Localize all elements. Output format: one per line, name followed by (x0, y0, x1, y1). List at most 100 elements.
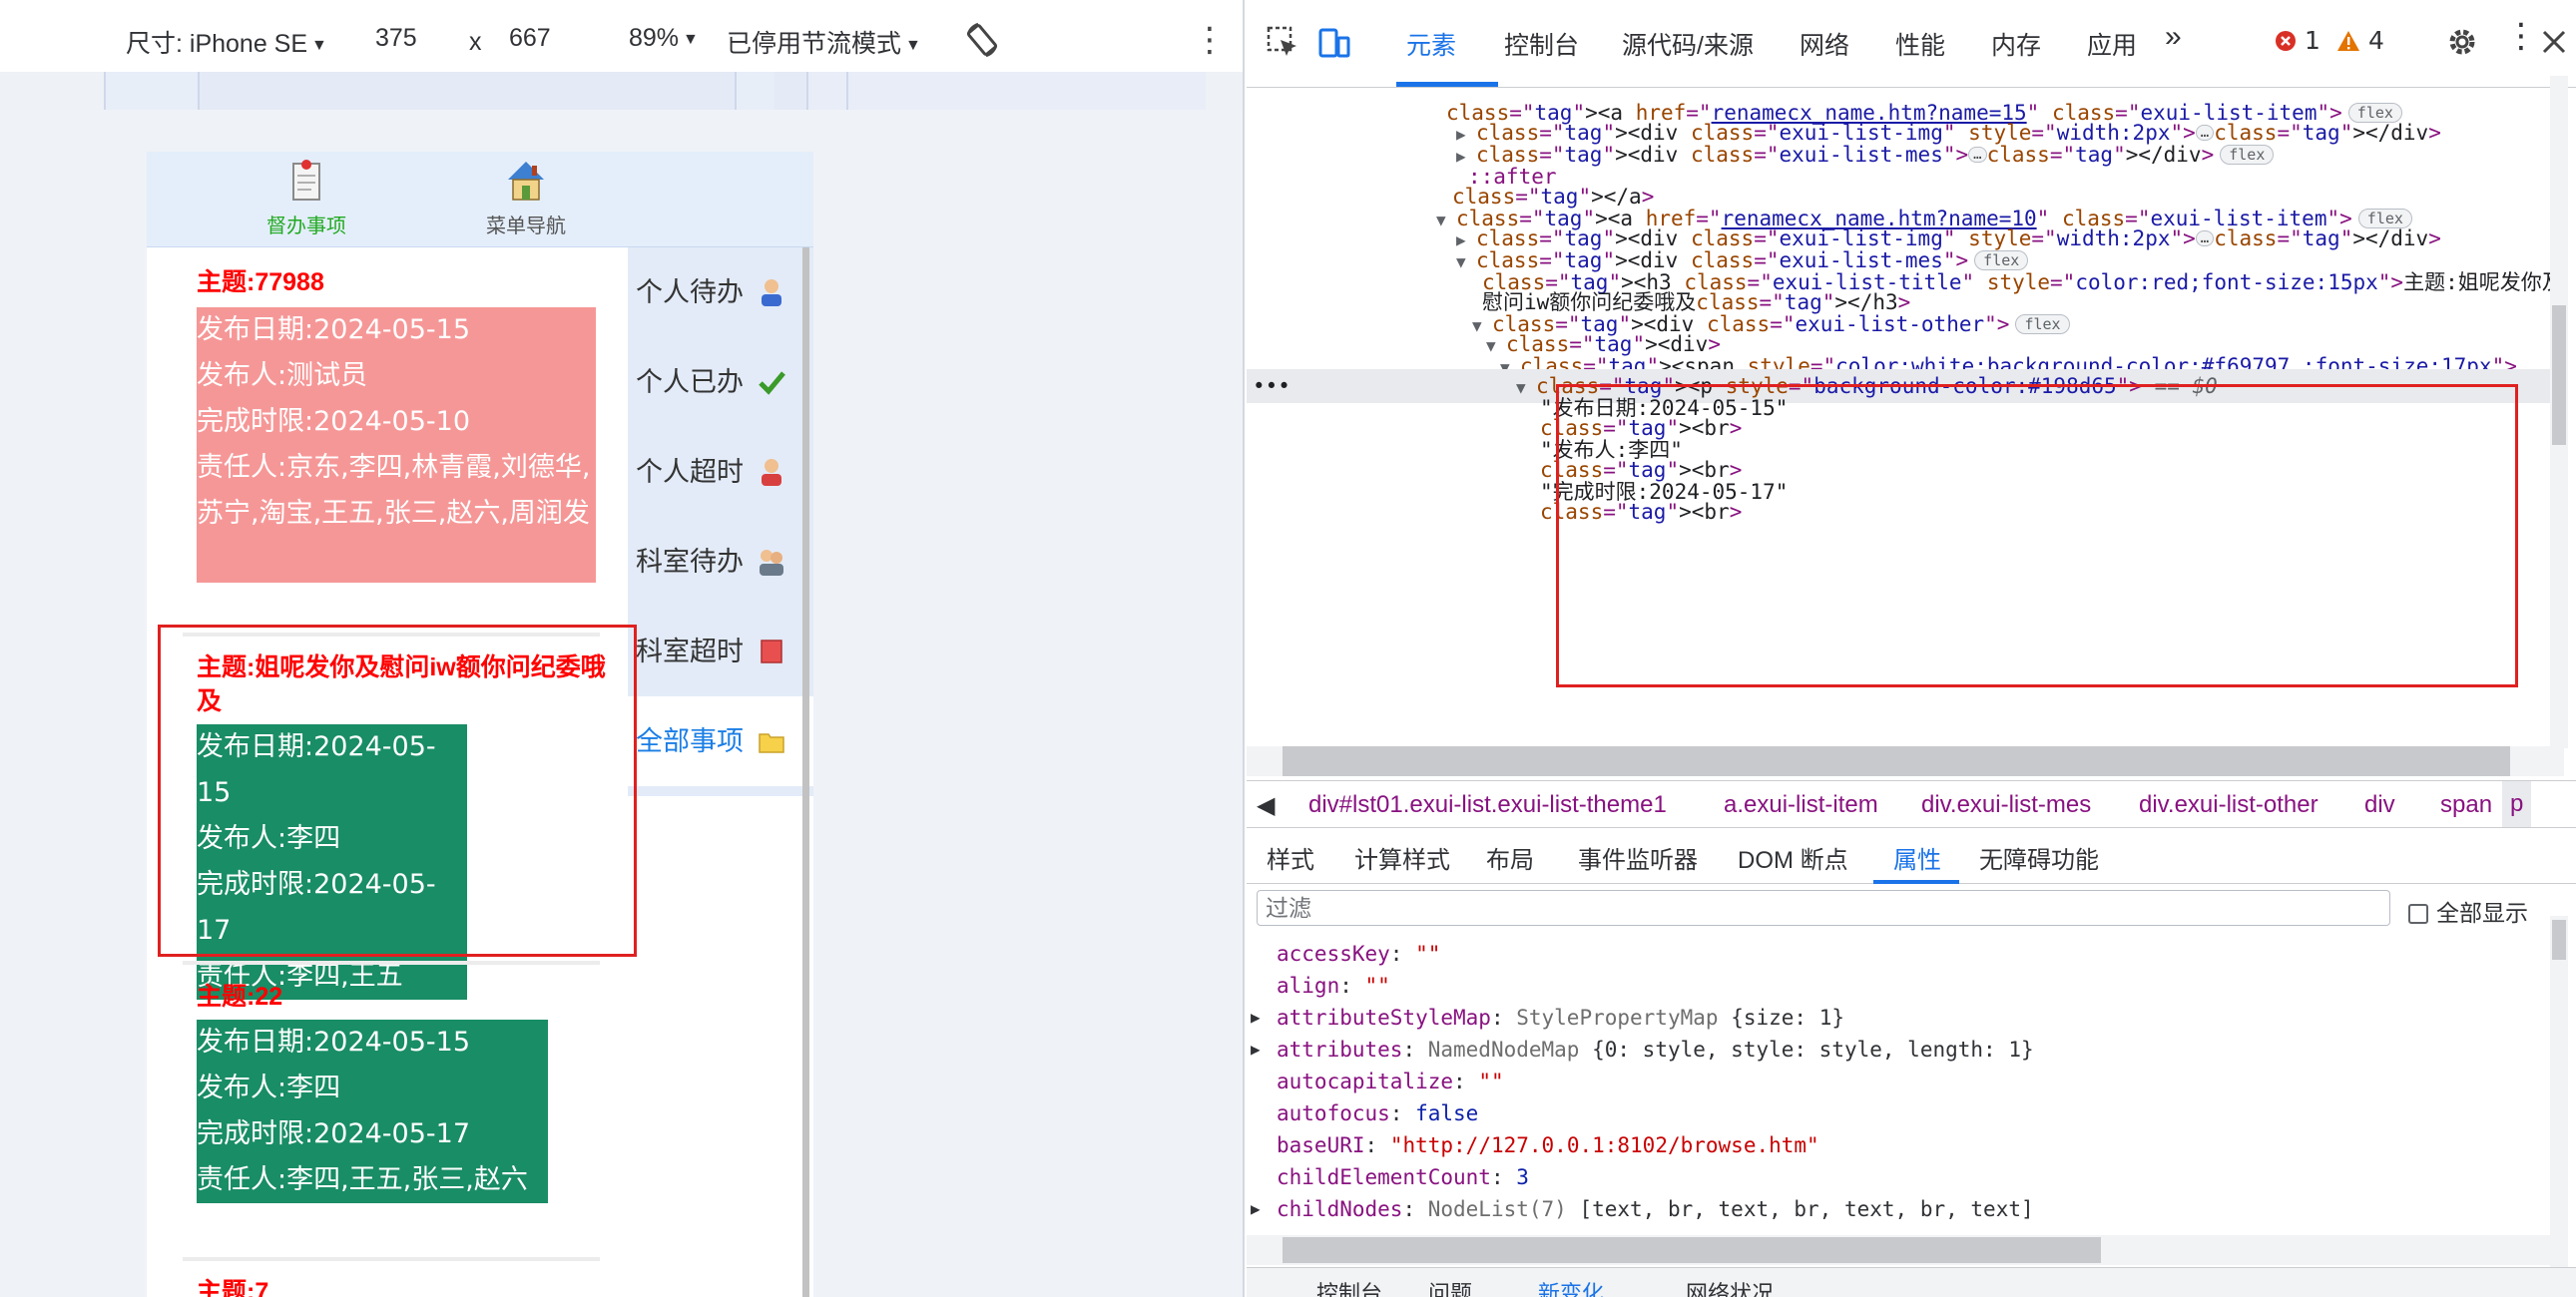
dom-tree: class="tag"><a href="renamecx_name.htm?n… (1247, 58, 2564, 748)
dom-scrollbar[interactable] (2550, 76, 2568, 748)
side-menu-dept-overdue[interactable]: 科室超时 (628, 607, 813, 696)
breadcrumb-item[interactable]: div.exui-list-other (2139, 791, 2318, 818)
dom-node[interactable]: class="tag"><br> (1540, 500, 1743, 524)
tab-computed[interactable]: 计算样式 (1354, 847, 1450, 874)
throttle-select[interactable]: 已停用节流模式▼ (727, 24, 921, 60)
property-row[interactable]: ▶childNodes: NodeList(7) [text, br, text… (1251, 1193, 2034, 1225)
error-counter[interactable]: 1 (2275, 26, 2320, 55)
property-row[interactable]: ▶attributeStyleMap: StylePropertyMap {si… (1251, 1002, 1844, 1034)
side-menu-label: 个人超时 (636, 457, 744, 487)
tab-elements[interactable]: 元素 (1406, 32, 1457, 60)
dom-node[interactable]: ▼class="tag"><div> (1247, 327, 2564, 361)
breadcrumb-item[interactable]: a.exui-list-item (1724, 791, 1878, 818)
show-all-checkbox[interactable]: 全部显示 (2408, 894, 2528, 928)
gear-icon[interactable] (2444, 24, 2480, 60)
tab-supervision[interactable]: 督办事项 (207, 158, 406, 245)
dom-node[interactable]: 慰问iw额你问纪委哦及class="tag"></h3> (1482, 290, 1911, 314)
dom-node[interactable]: ▶class="tag"><div class="exui-list-img" … (1247, 116, 2564, 150)
chevron-down-icon: ▼ (683, 31, 699, 48)
rotate-icon[interactable] (962, 20, 1002, 60)
tab-properties[interactable]: 属性 (1893, 847, 1941, 874)
expand-triangle-icon: ▼ (1486, 336, 1496, 355)
side-menu-personal-done[interactable]: 个人已办 (628, 337, 813, 427)
width-input[interactable]: 375 (375, 24, 417, 52)
dom-node[interactable]: ::after (1468, 165, 1557, 189)
tab-styles[interactable]: 样式 (1267, 847, 1314, 874)
dom-node[interactable]: class="tag"><br> (1540, 416, 1743, 440)
dom-node[interactable]: ▼class="tag"><div class="exui-list-mes">… (1247, 243, 2564, 277)
publish-date: 发布日期:2024-05-15 (197, 314, 471, 345)
tab-dom-breakpoints[interactable]: DOM 断点 (1738, 847, 1848, 874)
tab-sources[interactable]: 源代码/来源 (1622, 32, 1754, 60)
drawer-tab-issues[interactable]: 问题 (1428, 1281, 1473, 1297)
tab-network[interactable]: 网络 (1800, 32, 1850, 60)
breadcrumb-item[interactable]: span (2440, 791, 2493, 818)
more-options-icon[interactable]: ⋮ (1193, 20, 1227, 60)
property-row[interactable]: ▶attributes: NamedNodeMap {0: style, sty… (1251, 1034, 2034, 1066)
breadcrumb-item[interactable]: div (2364, 791, 2395, 818)
properties-scrollbar[interactable] (2550, 916, 2568, 1267)
dom-node[interactable]: ▼class="tag"><a href="renamecx_name.htm?… (1247, 202, 2564, 235)
tab-memory[interactable]: 内存 (1991, 32, 2042, 60)
tab-console[interactable]: 控制台 (1504, 32, 1580, 60)
device-select[interactable]: 尺寸: iPhone SE▼ (126, 24, 327, 60)
phone-scrollbar[interactable] (802, 247, 809, 1297)
property-key: autocapitalize (1277, 1070, 1454, 1093)
breadcrumb-item[interactable]: div#lst01.exui-list.exui-list-theme1 (1308, 791, 1667, 818)
property-row[interactable]: autofocus: false (1277, 1101, 1479, 1125)
publisher: 发布人:李四 (197, 823, 341, 854)
dom-node[interactable]: ▶class="tag"><div class="exui-list-mes">… (1247, 138, 2564, 172)
tab-layout[interactable]: 布局 (1486, 847, 1534, 874)
tab-event-listeners[interactable]: 事件监听器 (1578, 847, 1698, 874)
zoom-select[interactable]: 89%▼ (629, 24, 699, 53)
breadcrumb-item[interactable]: div.exui-list-mes (1921, 791, 2092, 818)
tab-menu-nav[interactable]: 菜单导航 (426, 158, 626, 245)
item-details: 发布日期:2024-05-15 发布人:李四 完成时限:2024-05-17 责… (197, 1020, 548, 1203)
filter-input[interactable]: 过滤 (1257, 890, 2390, 926)
breadcrumb-item-selected[interactable]: p (2502, 781, 2532, 827)
breadcrumb-back-icon[interactable]: ◀ (1257, 792, 1276, 819)
dom-node[interactable]: class="tag"><h3 class="exui-list-title" … (1482, 270, 2563, 294)
tab-application[interactable]: 应用 (2087, 32, 2138, 60)
list-item[interactable]: 主题:22 发布日期:2024-05-15 发布人:李四 完成时限:2024-0… (197, 980, 620, 1203)
tab-performance[interactable]: 性能 (1895, 32, 1946, 60)
drawer-tab-whats-new[interactable]: 新变化 (1538, 1281, 1605, 1297)
dom-node[interactable]: ▼class="tag"><div class="exui-list-other… (1247, 307, 2564, 341)
dom-node[interactable]: class="tag"><br> (1540, 458, 1743, 482)
warning-counter[interactable]: 4 (2336, 26, 2384, 55)
responsible: 责任人:京东,李四,林青霞,刘德华,苏宁,淘宝,王五,张三,赵六,周润发 (197, 452, 591, 529)
property-row[interactable]: accessKey: "" (1277, 942, 1441, 966)
property-row[interactable]: align: "" (1277, 974, 1390, 998)
red-square-icon (761, 640, 782, 663)
close-icon[interactable] (2536, 24, 2572, 60)
dom-node[interactable]: "完成时限:2024-05-17" (1540, 480, 1789, 504)
side-menu-label: 科室超时 (636, 637, 744, 666)
property-row[interactable]: childElementCount: 3 (1277, 1165, 1529, 1189)
list-item[interactable]: 主题:77988 发布日期:2024-05-15 发布人:测试员 完成时限:20… (197, 265, 620, 583)
side-menu-personal-todo[interactable]: 个人待办 (628, 247, 813, 337)
dom-node[interactable]: class="tag"><a href="renamecx_name.htm?n… (1247, 96, 2564, 130)
side-menu-all-items[interactable]: 全部事项 (628, 696, 813, 786)
dom-hscrollbar[interactable] (1283, 746, 2510, 776)
property-row[interactable]: baseURI: "http://127.0.0.1:8102/browse.h… (1277, 1133, 1819, 1157)
list-item[interactable]: 主题:7 (197, 1275, 620, 1297)
dom-node[interactable]: "发布日期:2024-05-15" (1540, 396, 1789, 420)
warning-count: 4 (2367, 26, 2384, 55)
height-input[interactable]: 667 (509, 24, 551, 52)
drawer-tab-console[interactable]: 控制台 (1316, 1281, 1383, 1297)
side-menu-dept-todo[interactable]: 科室待办 (628, 517, 813, 607)
side-menu-personal-overdue[interactable]: 个人超时 (628, 427, 813, 517)
zoom-value: 89% (629, 24, 680, 52)
property-row[interactable]: autocapitalize: "" (1277, 1070, 1504, 1093)
tab-supervision-label: 督办事项 (266, 214, 346, 237)
dom-node[interactable]: ▶class="tag"><div class="exui-list-img" … (1247, 221, 2564, 255)
drawer-tab-network-conditions[interactable]: 网络状况 (1686, 1281, 1775, 1297)
more-tabs-icon[interactable]: » (2165, 20, 2182, 53)
dom-node[interactable]: class="tag"></a> (1452, 185, 1655, 209)
device-toggle-icon[interactable] (1316, 24, 1352, 60)
tab-accessibility[interactable]: 无障碍功能 (1979, 847, 2099, 874)
node-actions-icon[interactable]: ••• (1253, 374, 1290, 398)
more-options-icon[interactable]: ⋮ (2504, 16, 2538, 56)
inspect-element-icon[interactable] (1265, 24, 1300, 60)
dom-node[interactable]: "发布人:李四" (1540, 438, 1683, 462)
